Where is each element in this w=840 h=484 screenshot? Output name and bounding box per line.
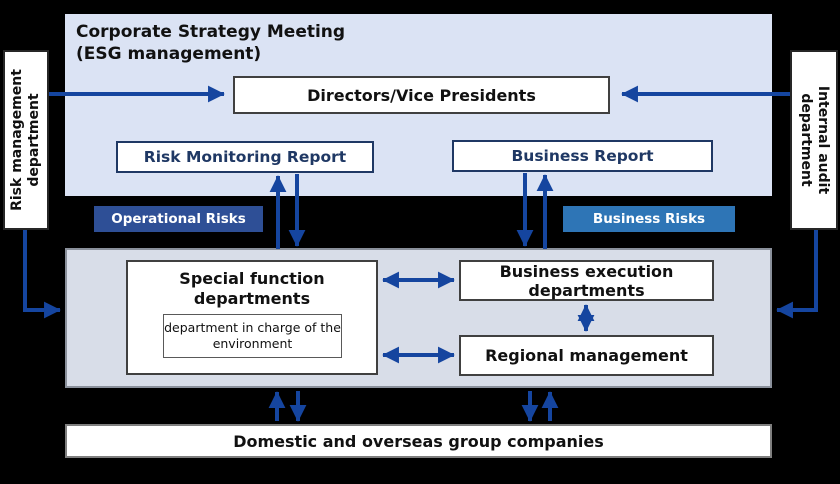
special-function-label: Special function departments: [179, 269, 325, 308]
risk-management-dept-box: Risk management department: [3, 50, 49, 230]
directors-label: Directors/Vice Presidents: [307, 85, 536, 105]
risk-monitoring-report-box: Risk Monitoring Report: [116, 141, 374, 173]
internal-audit-dept-label: Internal audit department: [798, 85, 831, 195]
operational-risks-label: Operational Risks: [111, 211, 246, 227]
business-report-label: Business Report: [511, 147, 654, 165]
panel-title-line1: Corporate Strategy Meeting: [76, 22, 346, 42]
internal-audit-dept-box: Internal audit department: [790, 50, 838, 230]
panel-title-line2: (ESG management): [76, 44, 262, 64]
business-risks-label: Business Risks: [592, 211, 706, 227]
regional-management-label: Regional management: [485, 346, 688, 365]
panel-title: Corporate Strategy Meeting (ESG manageme…: [76, 21, 345, 65]
group-companies-label: Domestic and overseas group companies: [233, 431, 604, 451]
arrow-internal-audit-to-panel-elbow: [776, 230, 818, 319]
business-report-box: Business Report: [452, 140, 713, 172]
operational-risks-badge: Operational Risks: [94, 206, 263, 232]
regional-management-box: Regional management: [459, 335, 714, 376]
group-companies-bar: Domestic and overseas group companies: [65, 424, 772, 458]
arrow-risk-mgmt-to-panel-elbow: [23, 230, 61, 319]
directors-box: Directors/Vice Presidents: [233, 76, 610, 114]
risk-monitoring-report-label: Risk Monitoring Report: [143, 148, 347, 166]
risk-management-dept-label: Risk management department: [9, 69, 42, 211]
business-risks-badge: Business Risks: [563, 206, 735, 232]
environment-department-box: department in charge of the environment: [163, 314, 342, 358]
environment-department-label: department in charge of the environment: [164, 320, 341, 351]
business-execution-departments-box: Business execution departments: [459, 260, 714, 301]
business-execution-label: Business execution departments: [499, 261, 674, 300]
